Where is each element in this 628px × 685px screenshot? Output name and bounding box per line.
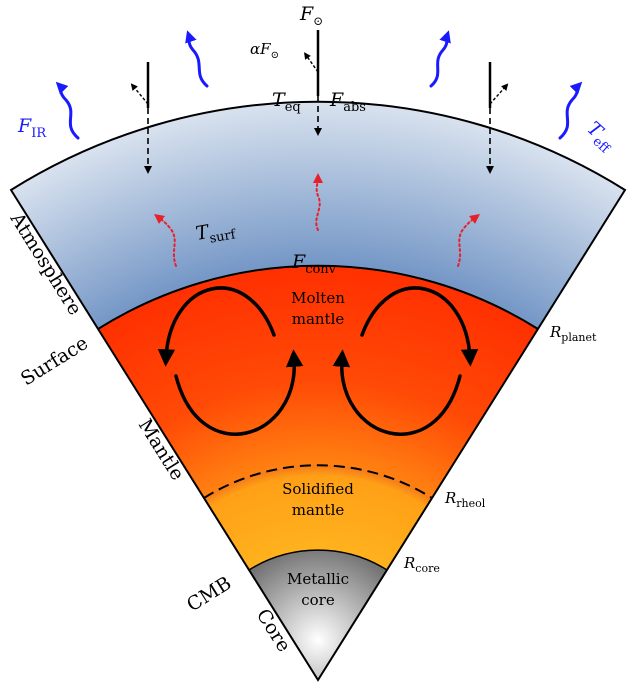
convective-heat-arrows xyxy=(153,173,481,267)
metallic-core-layer xyxy=(249,550,387,680)
molten-mantle-label-line2: mantle xyxy=(292,310,345,328)
cmb-region-label: CMB xyxy=(183,572,235,616)
convection-cell-left xyxy=(157,286,304,436)
stellar-flux-arrows xyxy=(144,30,494,174)
rheological-front xyxy=(203,464,433,499)
convection-cell-right xyxy=(332,286,479,436)
core-label-line2: core xyxy=(301,591,335,609)
core-label-line1: Metallic xyxy=(287,570,349,588)
surface-region-label: Surface xyxy=(17,332,92,390)
reflected-flux-arrows xyxy=(130,52,509,105)
ir-flux-label: FIR xyxy=(17,115,47,141)
ir-flux-arrows xyxy=(55,30,583,140)
core-radius-label: Rcore xyxy=(403,554,440,575)
solid-mantle-label-line1: Solidified xyxy=(282,480,354,498)
equilibrium-temperature-label: Teq xyxy=(272,89,301,115)
stellar-flux-label: F⊙ xyxy=(299,3,323,28)
absorbed-flux-label: Fabs xyxy=(329,89,366,115)
effective-temperature-label: Teff xyxy=(580,117,621,157)
convective-flux-label: Fconv xyxy=(291,251,337,277)
solid-mantle-label-line2: mantle xyxy=(292,501,345,519)
albedo-flux-label: αF⊙ xyxy=(250,40,279,61)
molten-mantle-label-line1: Molten xyxy=(291,289,345,307)
surface-temperature-label: Tsurf xyxy=(194,216,238,249)
planet-surface-boundary xyxy=(97,264,539,330)
planet-radius-label: Rplanet xyxy=(549,323,597,344)
core-mantle-boundary xyxy=(248,549,388,571)
rheological-radius-label: Rrheol xyxy=(444,489,486,510)
